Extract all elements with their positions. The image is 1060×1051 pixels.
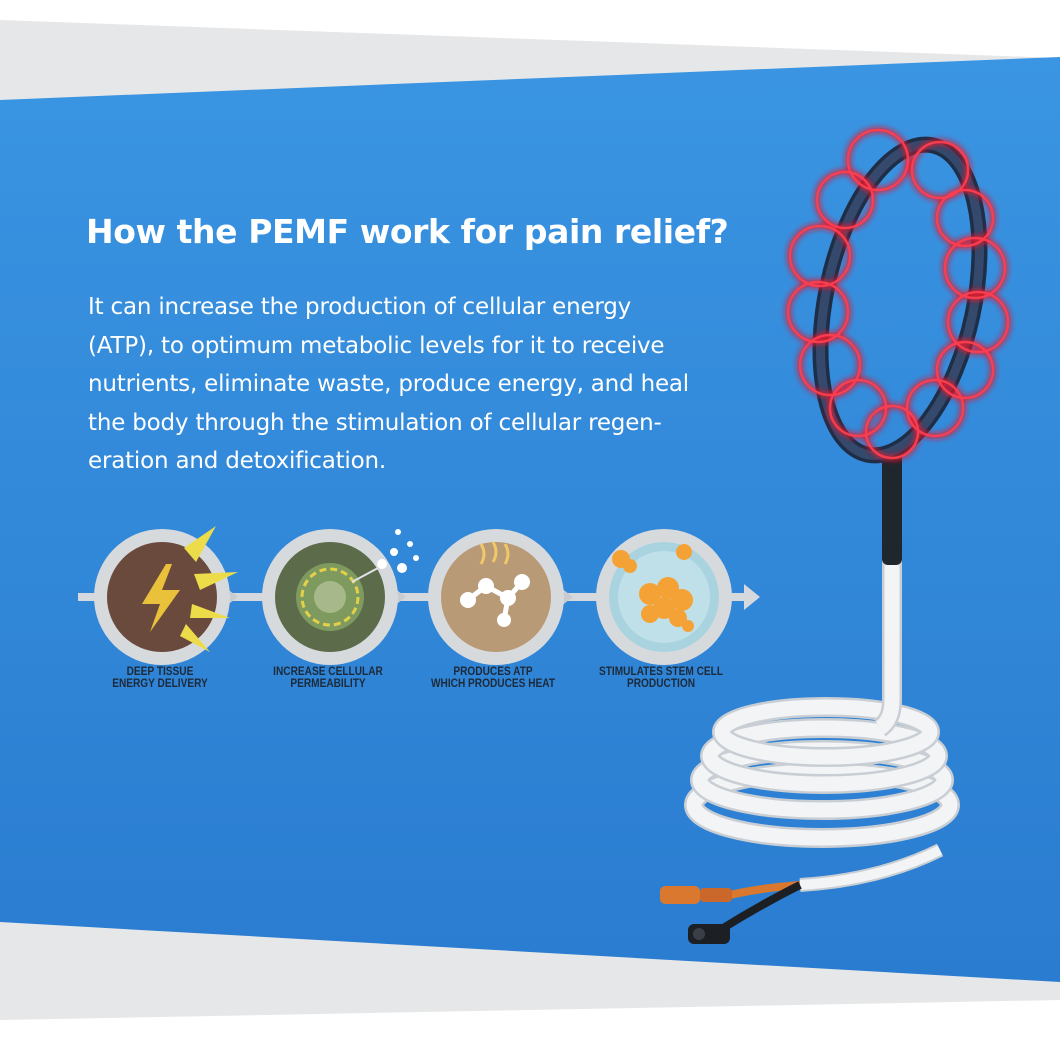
orange-plug	[660, 886, 732, 904]
body-line: It can increase the production of cellul…	[88, 294, 632, 320]
cable-sleeve	[882, 450, 902, 565]
step-label-cellular-permeability: INCREASE CELLULAR PERMEABILITY	[273, 666, 383, 690]
body-line: eration and detoxification.	[88, 448, 386, 474]
lightning-icon	[94, 526, 238, 665]
cell-membrane-icon	[262, 529, 419, 665]
body-paragraph: It can increase the production of cellul…	[88, 288, 748, 481]
pemf-coil-device	[660, 127, 1011, 944]
cable-coil	[684, 697, 960, 848]
step-label-deep-tissue: DEEP TISSUE ENERGY DELIVERY	[112, 666, 208, 690]
stem-cell-icon	[596, 529, 732, 665]
molecule-heat-icon	[428, 529, 564, 665]
step-label-stem-cell: STIMULATES STEM CELL PRODUCTION	[598, 666, 724, 690]
headline: How the PEMF work for pain relief?	[86, 212, 729, 251]
process-diagram	[78, 526, 760, 665]
body-line: the body through the stimulation of cell…	[88, 409, 662, 436]
black-plug	[688, 924, 730, 944]
body-line: (ATP), to optimum metabolic levels for i…	[88, 332, 665, 359]
body-line: nutrients, eliminate waste, produce ener…	[88, 371, 689, 397]
step-label-produces-atp: PRODUCES ATP WHICH PRODUCES HEAT	[430, 666, 556, 690]
